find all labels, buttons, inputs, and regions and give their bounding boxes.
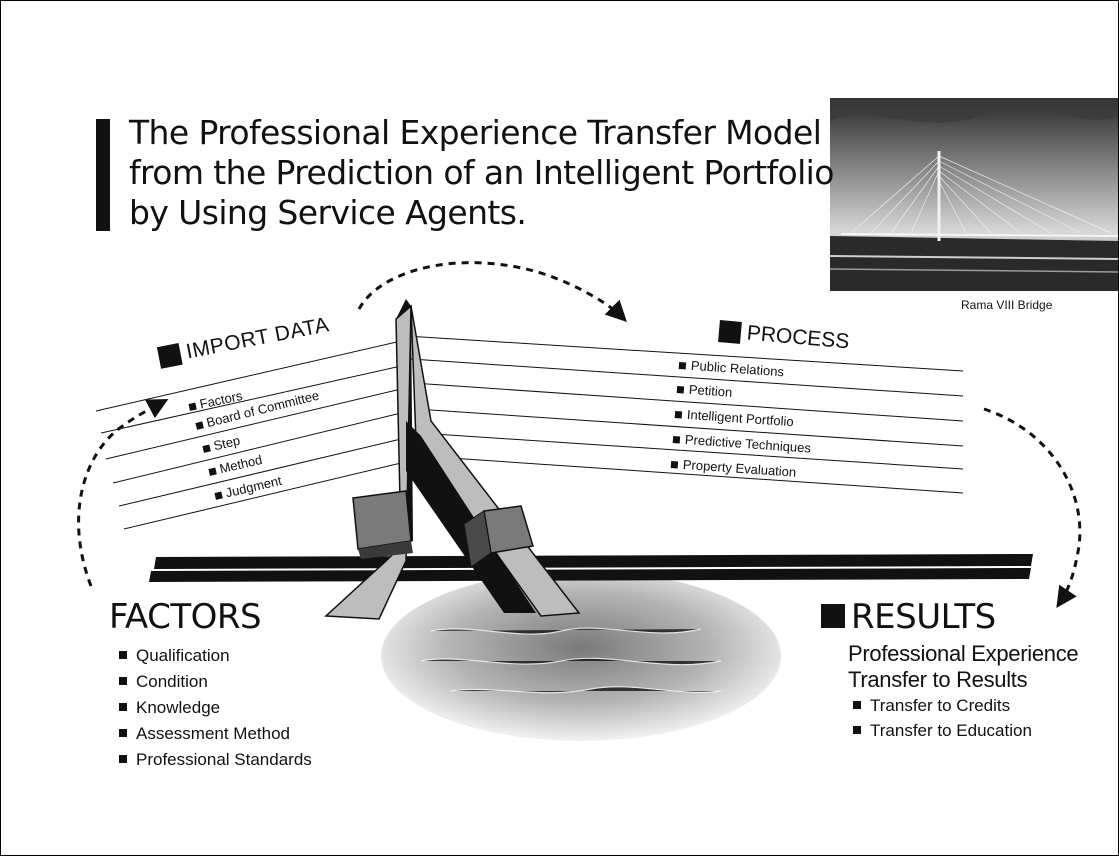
list-item: Professional Standards — [119, 747, 312, 773]
square-bullet-icon — [188, 402, 197, 411]
list-item: Condition — [119, 669, 312, 695]
square-bullet-icon — [119, 728, 127, 737]
square-bullet-icon — [119, 702, 127, 711]
square-bullet-icon — [853, 700, 861, 709]
results-heading: RESULTS — [821, 597, 996, 637]
factors-list: Qualification Condition Knowledge Assess… — [119, 643, 312, 773]
result-label: Transfer to Credits — [870, 696, 1011, 715]
water-surface — [381, 571, 781, 741]
photo-caption: Rama VIII Bridge — [961, 298, 1053, 312]
factor-label: Knowledge — [136, 698, 221, 717]
square-bullet-icon — [821, 603, 845, 628]
square-bullet-icon — [119, 676, 127, 685]
title-line-1: The Professional Experience Transfer Mod… — [129, 113, 822, 152]
page-title: The Professional Experience Transfer Mod… — [129, 113, 834, 233]
square-bullet-icon — [202, 444, 211, 453]
square-bullet-icon — [678, 362, 687, 370]
square-bullet-icon — [672, 436, 681, 444]
bridge-pylon — [324, 299, 581, 620]
results-subtitle-line: Transfer to Results — [848, 667, 1028, 692]
factor-label: Professional Standards — [136, 750, 312, 769]
title-accent-bar — [96, 119, 110, 231]
process-item-label: Petition — [688, 381, 733, 400]
result-label: Transfer to Education — [870, 721, 1032, 740]
title-line-3: by Using Service Agents. — [129, 193, 527, 232]
bridge-deck — [149, 554, 1033, 582]
square-bullet-icon — [718, 320, 742, 345]
results-subtitle: Professional Experience Transfer to Resu… — [848, 641, 1079, 693]
square-bullet-icon — [119, 650, 127, 659]
right-cables — [405, 335, 964, 494]
results-heading-text: RESULTS — [851, 597, 996, 637]
list-item: Assessment Method — [119, 721, 312, 747]
bridge-photo — [829, 98, 1118, 291]
list-item: Transfer to Education — [853, 718, 1032, 743]
results-subtitle-line: Professional Experience — [848, 641, 1079, 666]
list-item: Knowledge — [119, 695, 312, 721]
square-bullet-icon — [195, 421, 204, 430]
square-bullet-icon — [853, 725, 861, 734]
square-bullet-icon — [670, 461, 679, 469]
list-item: Transfer to Credits — [853, 693, 1032, 718]
factor-label: Assessment Method — [136, 724, 291, 743]
results-list: Transfer to Credits Transfer to Educatio… — [853, 693, 1032, 743]
title-line-2: from the Prediction of an Intelligent Po… — [129, 153, 834, 192]
factors-heading: FACTORS — [109, 597, 262, 637]
factor-label: Qualification — [136, 646, 230, 665]
square-bullet-icon — [674, 411, 683, 419]
list-item: Qualification — [119, 643, 312, 669]
square-bullet-icon — [676, 386, 685, 394]
factor-label: Condition — [136, 672, 208, 691]
square-bullet-icon — [156, 343, 183, 370]
flow-arrows — [77, 261, 1082, 608]
square-bullet-icon — [119, 754, 127, 763]
square-bullet-icon — [208, 467, 217, 476]
square-bullet-icon — [214, 491, 223, 500]
